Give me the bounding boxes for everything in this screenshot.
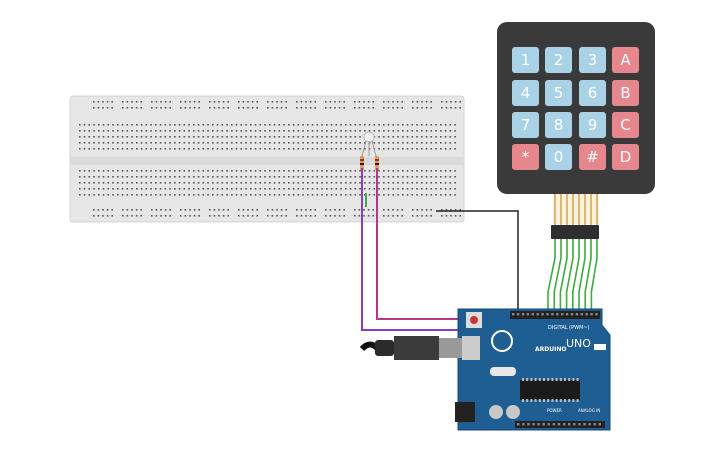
ground-wire[interactable] <box>436 210 519 315</box>
keypad-key-6[interactable]: 6 <box>579 80 606 106</box>
arduino-brand-label: ARDUINO <box>535 346 567 353</box>
keypad-key-4[interactable]: 4 <box>512 80 539 106</box>
keypad-key-5[interactable]: 5 <box>545 80 572 106</box>
keypad-wires[interactable] <box>547 239 598 313</box>
keypad-key-1[interactable]: 1 <box>512 47 539 73</box>
breadboard[interactable] <box>69 95 465 223</box>
keypad-key-9[interactable]: 9 <box>579 112 606 138</box>
keypad-key-0[interactable]: 0 <box>545 144 572 170</box>
analog-pins-label: ANALOG IN <box>578 408 601 413</box>
keypad-key-star[interactable]: * <box>512 144 539 170</box>
keypad-key-D[interactable]: D <box>612 144 639 170</box>
resistor-2[interactable] <box>375 156 379 170</box>
keypad-key-8[interactable]: 8 <box>545 112 572 138</box>
arduino-model-label: UNO <box>566 337 591 350</box>
keypad-key-B[interactable]: B <box>612 80 639 106</box>
digital-pins-label: DIGITAL (PWM~) <box>548 325 590 331</box>
keypad-key-3[interactable]: 3 <box>579 47 606 73</box>
keypad-key-7[interactable]: 7 <box>512 112 539 138</box>
keypad-key-hash[interactable]: # <box>579 144 606 170</box>
power-pins-label: POWER <box>547 408 562 413</box>
keypad-key-A[interactable]: A <box>612 47 639 73</box>
resistor-1[interactable] <box>360 156 364 170</box>
keypad-key-C[interactable]: C <box>612 112 639 138</box>
keypad-key-2[interactable]: 2 <box>545 47 572 73</box>
usb-cable[interactable] <box>359 336 480 360</box>
arduino-uno-board[interactable] <box>455 308 611 431</box>
keypad-ribbon <box>551 194 599 239</box>
rgb-led[interactable] <box>361 131 377 157</box>
